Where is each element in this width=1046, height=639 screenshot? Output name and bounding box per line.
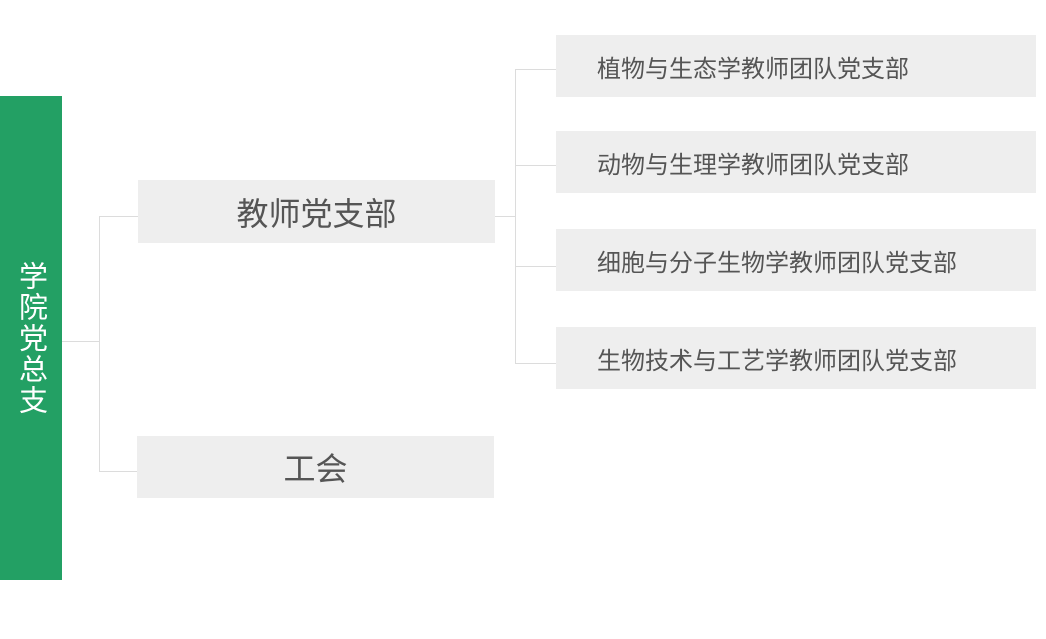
node-label: 动物与生理学教师团队党支部 [597, 150, 909, 179]
node-labor-union: 工会 [137, 436, 494, 498]
node-label: 生物技术与工艺学教师团队党支部 [597, 346, 957, 375]
connector-line [495, 216, 515, 217]
connector-line [515, 266, 556, 267]
node-label: 植物与生态学教师团队党支部 [597, 54, 909, 83]
connector-line [515, 165, 556, 166]
connector-line [62, 341, 99, 342]
node-label: 教师党支部 [236, 194, 397, 233]
node-teacher-party-branch: 教师党支部 [138, 180, 495, 243]
root-node-label: 学院党总支 [14, 260, 49, 416]
connector-line [515, 69, 516, 364]
connector-line [515, 363, 556, 364]
connector-line [99, 216, 138, 217]
node-animal-physiology-branch: 动物与生理学教师团队党支部 [556, 131, 1036, 193]
node-plant-ecology-branch: 植物与生态学教师团队党支部 [556, 35, 1036, 97]
connector-line [515, 69, 556, 70]
node-label: 工会 [283, 450, 348, 488]
node-cell-molecular-branch: 细胞与分子生物学教师团队党支部 [556, 229, 1036, 291]
connector-line [99, 471, 137, 472]
node-biotech-branch: 生物技术与工艺学教师团队党支部 [556, 327, 1036, 389]
root-node-college-party-branch: 学院党总支 [0, 96, 62, 580]
node-label: 细胞与分子生物学教师团队党支部 [597, 248, 957, 277]
connector-line [99, 216, 100, 472]
